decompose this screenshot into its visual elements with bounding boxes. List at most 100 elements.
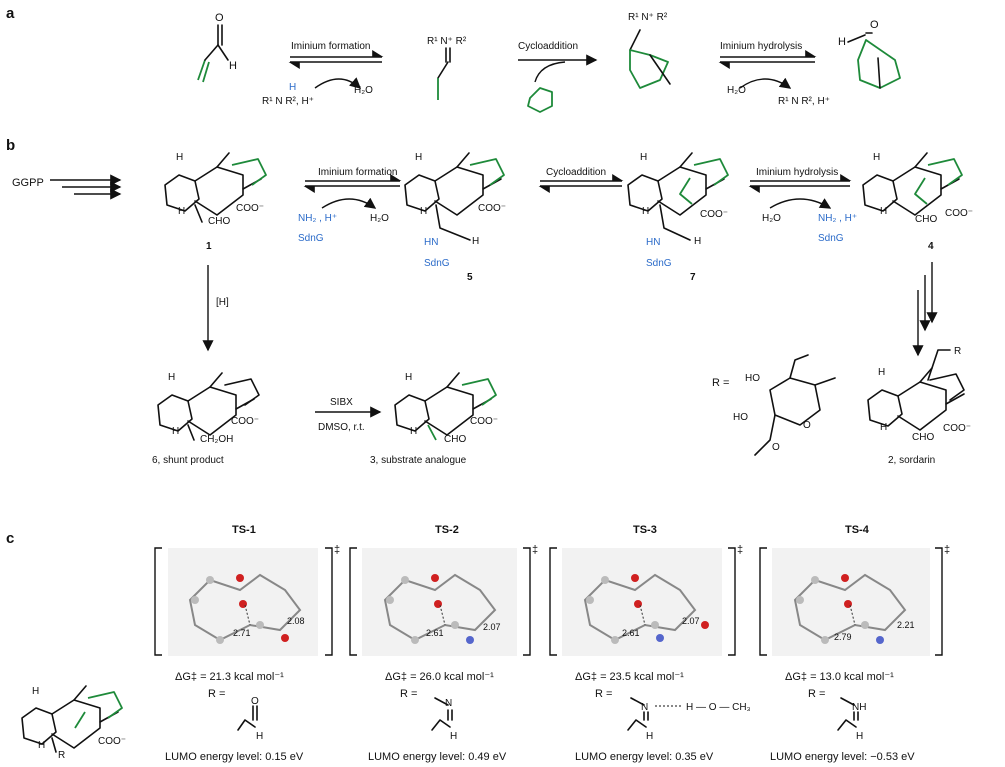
aldehyde-h-label: H (229, 60, 237, 72)
c5-h-imine: H (472, 236, 479, 247)
step-cycloaddition-b: Cycloaddition (546, 167, 606, 178)
ts-2-model (383, 573, 497, 644)
c7-coo: COO⁻ (700, 209, 728, 220)
ts-3-d2: 2.07 (682, 616, 700, 626)
sugar-ring-o: O (803, 420, 811, 431)
norbornene-aldehyde-a: H O (838, 19, 901, 89)
step-iminium-formation-a: Iminium formation (291, 41, 370, 52)
c1-h-bottom: H (178, 206, 185, 217)
c3-h-bottom: H (410, 426, 417, 437)
ts-1-d2: 2.08 (287, 616, 305, 626)
reagent1-nh2: NH₂ , H⁺ (298, 213, 337, 224)
compound-1-structure: H H CHO COO⁻ 1 (164, 152, 267, 252)
ts-3-r-n: N (641, 702, 648, 713)
reduction-arrow: [H] (202, 265, 229, 352)
amine-h-a: H (289, 82, 296, 93)
ts-2-r-eq: R = (400, 688, 417, 700)
ts-4-dagger: ‡ (944, 544, 950, 556)
ts-3-dagger: ‡ (737, 544, 743, 556)
sugar-ho2: HO (733, 412, 748, 423)
water-out-a: H₂O (354, 85, 373, 96)
compound-3-label: 3, substrate analogue (370, 455, 467, 466)
compound-4-label: 4 (928, 241, 934, 252)
ggpp-arrows: GGPP (12, 174, 122, 200)
c4-cho: CHO (915, 214, 937, 225)
water-in-a: H₂O (727, 85, 746, 96)
ts-4: TS-4 ‡ 2.79 2.21 ΔG‡ = 13.0 kcal mol⁻¹ R… (759, 524, 950, 763)
iminium-hydrolysis-arrows-b: Iminium hydrolysis H₂O NH₂ , H⁺ SdnG (748, 167, 857, 244)
ts-1-r-eq: R = (208, 688, 225, 700)
water2-b: H₂O (762, 213, 781, 224)
c1-cho: CHO (208, 216, 230, 227)
c1-coo: COO⁻ (236, 203, 264, 214)
aldehyde-o-label: O (215, 12, 224, 24)
ts-2-r-h: H (450, 731, 457, 742)
ts-1-dg: ΔG‡ = 21.3 kcal mol⁻¹ (175, 671, 284, 683)
ts-4-d2: 2.21 (897, 620, 915, 630)
reagent2-nh2: NH₂ , H⁺ (818, 213, 857, 224)
sordarin-cho: CHO (912, 432, 934, 443)
c5-sdng: SdnG (424, 258, 450, 269)
ts-2-lumo: LUMO energy level: 0.49 eV (368, 751, 507, 763)
compound-1-label: 1 (206, 241, 212, 252)
iminium-label-a: R¹ N⁺ R² (427, 36, 467, 47)
compound-4-structure: H H CHO COO⁻ 4 (862, 152, 973, 252)
c5-hn: HN (424, 237, 438, 248)
oxidant-label: SIBX (330, 397, 353, 408)
reagent1-sdng: SdnG (298, 233, 324, 244)
sugar-r-equals: R = (712, 377, 729, 389)
scaffold-coo: COO⁻ (98, 736, 126, 747)
c6-coo: COO⁻ (231, 416, 259, 427)
ts-3-r-eq: R = (595, 688, 612, 700)
panel-a-label: a (6, 5, 15, 22)
sordarin-h-bottom: H (880, 422, 887, 433)
cycloaddition-arrows-b: Cycloaddition (538, 167, 624, 193)
ts-3-lumo: LUMO energy level: 0.35 eV (575, 751, 714, 763)
c5-h-bottom: H (420, 206, 427, 217)
oxidation-conditions: DMSO, r.t. (318, 422, 365, 433)
iminium-formation-arrows-b: Iminium formation NH₂ , H⁺ SdnG H₂O (298, 167, 402, 244)
c4-h-bottom: H (880, 206, 887, 217)
compound-6-structure: H H CH₂OH COO⁻ 6, shunt product (152, 372, 260, 466)
compound-7-label: 7 (690, 272, 696, 283)
ts-3-r-h: H (646, 731, 653, 742)
iminium-label-a2: R¹ N⁺ R² (628, 12, 668, 23)
ts-2-d1: 2.61 (426, 628, 444, 638)
c7-h-imine: H (694, 236, 701, 247)
compound-6-label: 6, shunt product (152, 455, 224, 466)
sordarin-structure: R H H CHO COO⁻ 2, sordarin (867, 346, 971, 466)
ts-3-model (583, 573, 709, 644)
ts-3-r-och3: H — O — CH₃ (686, 702, 751, 713)
ts-1-title: TS-1 (232, 524, 256, 536)
sugar-link-o: O (772, 442, 780, 453)
ts-2-title: TS-2 (435, 524, 459, 536)
ts-4-r-h: H (856, 731, 863, 742)
c6-h-top: H (168, 372, 175, 383)
ts-2: TS-2 ‡ 2.61 2.07 ΔG‡ = 26.0 kcal mol⁻¹ R… (349, 524, 538, 763)
scaffold-r: R (58, 750, 65, 761)
norbornene-iminium-a: R¹ N⁺ R² (628, 12, 671, 89)
cycloaddition-arrow-a: Cycloaddition (518, 41, 598, 113)
c7-hn: HN (646, 237, 660, 248)
ts-4-lumo: LUMO energy level: −0.53 eV (770, 751, 915, 763)
c6-h-bottom: H (172, 426, 179, 437)
ts-3-d1: 2.61 (622, 628, 640, 638)
multi-step-arrows-to-sordarin (912, 262, 938, 357)
compound-3-structure: H H CHO COO⁻ 3, substrate analogue (370, 372, 498, 466)
c3-cho: CHO (444, 434, 466, 445)
ts-4-dg: ΔG‡ = 13.0 kcal mol⁻¹ (785, 671, 894, 683)
c7-sdng: SdnG (646, 258, 672, 269)
iminium-ion-a: R¹ N⁺ R² (427, 36, 467, 100)
ts-4-r-eq: R = (808, 688, 825, 700)
ts-2-r-n: N (445, 698, 452, 709)
c4-coo: COO⁻ (945, 208, 973, 219)
amine-reagent-a: R¹ N R², H⁺ (262, 96, 314, 107)
step-iminium-hydrolysis-b: Iminium hydrolysis (756, 167, 838, 178)
c3-h-top: H (405, 372, 412, 383)
ts-4-d1: 2.79 (834, 632, 852, 642)
iminium-formation-arrows-a: Iminium formation R¹ N R², H⁺ H H₂O (262, 41, 384, 107)
sugar-r-group: R = HO HO O O (712, 354, 836, 456)
ts-2-dagger: ‡ (532, 544, 538, 556)
product-h-label-a: H (838, 36, 846, 48)
